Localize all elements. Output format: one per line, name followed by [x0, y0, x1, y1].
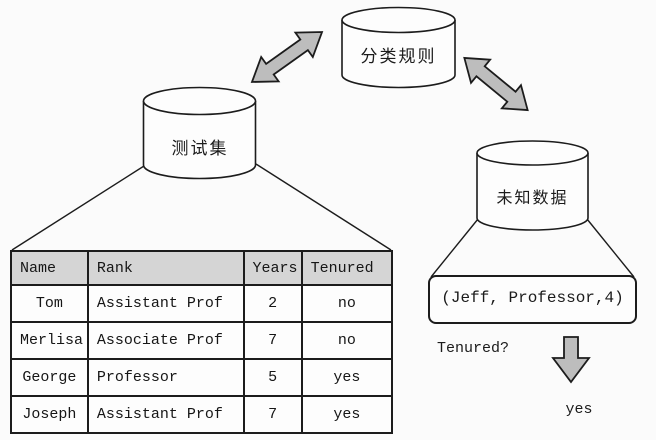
double-arrow-icon	[463, 56, 529, 112]
table-row: Tom Assistant Prof 2 no	[10, 284, 394, 323]
cell-years: 7	[242, 321, 303, 360]
cell-name: Tom	[10, 284, 89, 323]
cell-years: 5	[242, 358, 303, 397]
cell-tenured: yes	[300, 358, 394, 397]
answer-label: yes	[565, 401, 593, 418]
database-cylinder-icon	[341, 6, 456, 89]
cell-name: Joseph	[10, 395, 89, 434]
column-header-years: Years	[242, 250, 303, 286]
cell-years: 7	[242, 395, 303, 434]
tuple-box	[428, 275, 637, 324]
cell-tenured: no	[300, 321, 394, 360]
table-row: Merlisa Associate Prof 7 no	[10, 321, 394, 360]
table-row: Joseph Assistant Prof 7 yes	[10, 395, 394, 434]
cell-rank: Associate Prof	[86, 321, 245, 360]
tenured-question-label: Tenured?	[437, 340, 510, 357]
down-arrow-icon	[551, 336, 591, 384]
classification-rules-label: 分类规则	[360, 47, 437, 66]
database-cylinder-icon	[476, 140, 589, 231]
column-header-tenured: Tenured	[300, 250, 394, 286]
database-cylinder-icon	[142, 86, 257, 180]
double-arrow-icon	[250, 31, 324, 83]
tuple-text: (Jeff, Professor,4)	[441, 289, 624, 307]
table-header-row: Name Rank Years Tenured	[10, 250, 394, 286]
table-row: George Professor 5 yes	[10, 358, 394, 397]
unknown-data-funnel-lines	[430, 218, 635, 278]
cell-name: George	[10, 358, 89, 397]
cell-tenured: no	[300, 284, 394, 323]
cell-name: Merlisa	[10, 321, 89, 360]
unknown-data-label: 未知数据	[496, 190, 569, 207]
test-set-table: Name Rank Years Tenured Tom Assistant Pr…	[10, 250, 394, 434]
cell-rank: Assistant Prof	[86, 284, 245, 323]
cell-rank: Assistant Prof	[86, 395, 245, 434]
test-set-label: 测试集	[171, 139, 229, 158]
column-header-name: Name	[10, 250, 89, 286]
cell-years: 2	[242, 284, 303, 323]
test-set-funnel-lines	[11, 163, 392, 251]
cell-rank: Professor	[86, 358, 245, 397]
cell-tenured: yes	[300, 395, 394, 434]
column-header-rank: Rank	[86, 250, 245, 286]
